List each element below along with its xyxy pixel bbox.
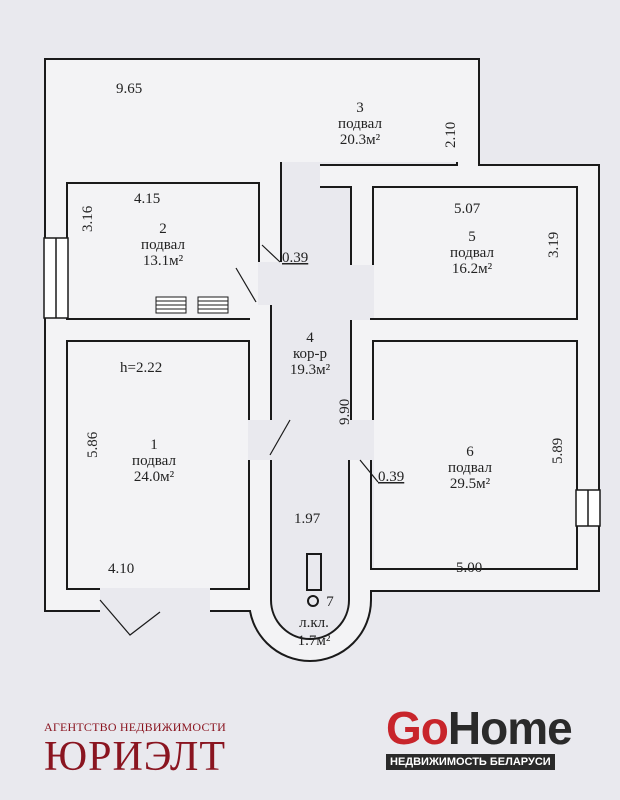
dim-room3-width: 9.65 <box>116 81 142 97</box>
room-5-name: подвал <box>450 245 494 261</box>
stair <box>306 553 322 607</box>
dim-room3-depth: 2.10 <box>443 122 459 148</box>
dim-room2-depth: 3.16 <box>80 205 96 232</box>
room-4-number: 4 <box>306 330 314 346</box>
dim-room5-depth: 3.19 <box>546 232 562 258</box>
dim-corridor-length: 9.90 <box>337 399 353 425</box>
room-2-name: подвал <box>141 237 185 253</box>
room-5-area: 16.2м² <box>452 261 493 277</box>
dim-room2-width: 4.15 <box>134 191 160 207</box>
room-1-name: подвал <box>132 453 176 469</box>
dim-room1-width: 4.10 <box>108 561 134 577</box>
walls <box>44 58 600 662</box>
dim-room6-width: 5.00 <box>456 560 482 576</box>
room-7-number: 7 <box>326 594 334 610</box>
gohome-home: Home <box>447 702 573 754</box>
gohome-go: Go <box>386 702 449 754</box>
dim-room1-depth: 5.86 <box>85 431 101 458</box>
gohome-tagline: НЕДВИЖИМОСТЬ БЕЛАРУСИ <box>386 754 555 770</box>
dim-room6-depth: 5.89 <box>550 438 566 464</box>
room-4-name: кор-р <box>293 346 327 362</box>
room-3-name: подвал <box>338 116 382 132</box>
door-swings <box>99 244 379 636</box>
yurielt-logo: АГЕНТСТВО НЕДВИЖИМОСТИ ЮРИЭЛТ <box>20 720 250 779</box>
room-1-area: 24.0м² <box>134 469 175 485</box>
room-fills <box>68 184 576 588</box>
dim-stair-width: 1.97 <box>294 511 321 527</box>
floor-plan: 3 подвал 20.3м² 2 подвал 13.1м² 4 кор-р … <box>43 58 601 662</box>
agency-name: ЮРИЭЛТ <box>43 734 227 780</box>
room-1-number: 1 <box>150 437 158 453</box>
radiators <box>155 296 229 314</box>
agency-subtitle: АГЕНТСТВО НЕДВИЖИМОСТИ <box>43 720 227 734</box>
room-6-number: 6 <box>466 444 474 460</box>
dim-door2: 0.39 <box>282 250 308 266</box>
gohome-logo: GoHome НЕДВИЖИМОСТЬ БЕЛАРУСИ <box>386 704 582 770</box>
room-4-area: 19.3м² <box>290 362 331 378</box>
room-6-name: подвал <box>448 460 492 476</box>
dim-door6: 0.39 <box>378 469 404 485</box>
dim-room5-width: 5.07 <box>454 201 481 217</box>
room-3-number: 3 <box>356 100 364 116</box>
windows <box>43 237 601 527</box>
dim-height: h=2.22 <box>120 360 162 376</box>
room-6-area: 29.5м² <box>450 476 491 492</box>
room-7-name: л.кл. <box>299 615 329 631</box>
room-5-number: 5 <box>468 229 476 245</box>
room-7-area: 1.7м² <box>298 633 331 649</box>
room-3-area: 20.3м² <box>340 132 381 148</box>
room-2-number: 2 <box>159 221 167 237</box>
room-2-area: 13.1м² <box>143 253 184 269</box>
